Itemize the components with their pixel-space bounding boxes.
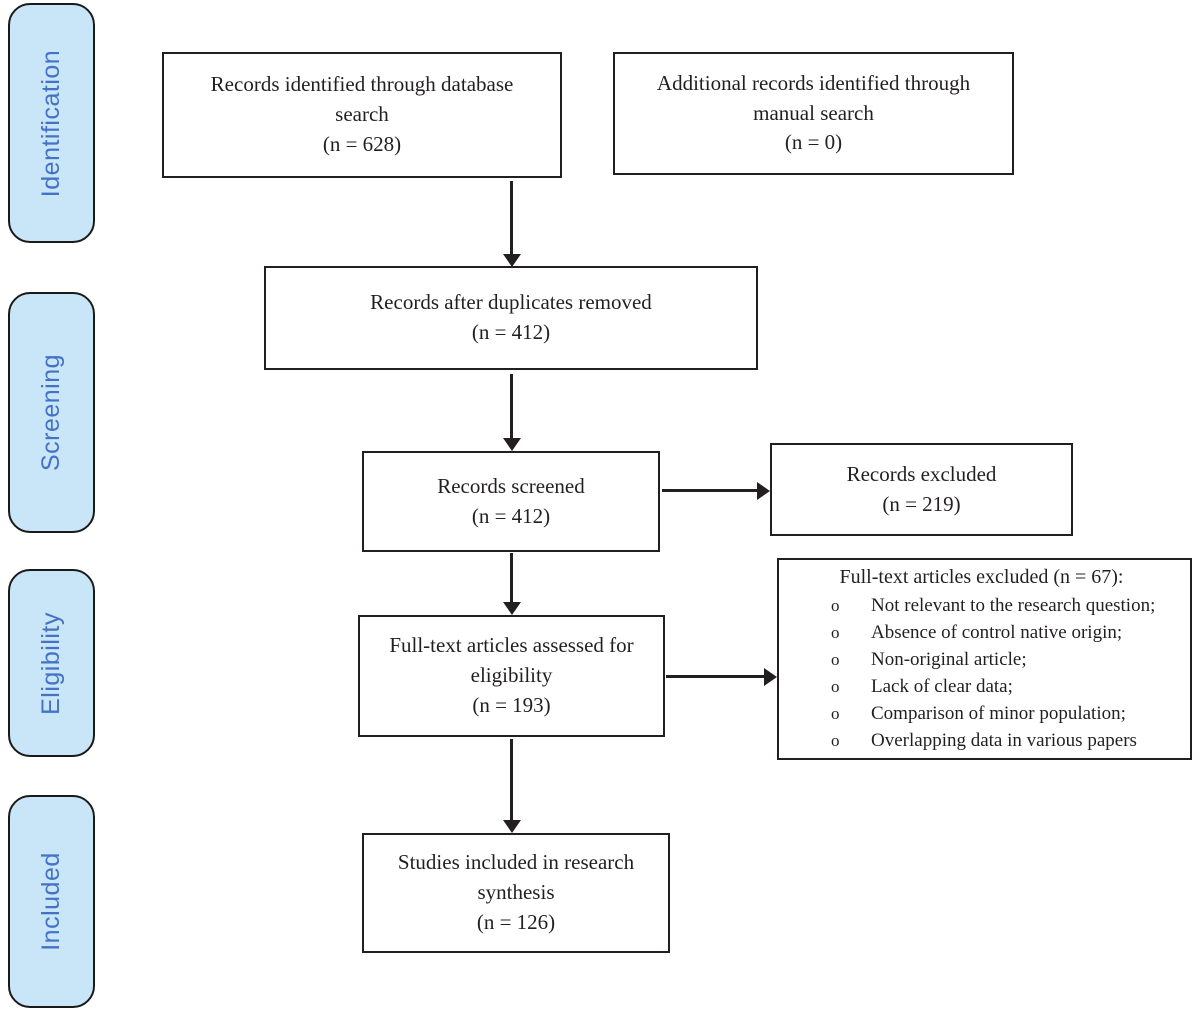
box-studies-included-text: Studies included in research synthesis (… [397,850,635,934]
arrow-identified-to-deduplicated [510,181,513,254]
box-fulltext-excluded: Full-text articles excluded (n = 67): o … [777,558,1192,760]
box-fulltext-assessed-text: Full-text articles assessed for eligibil… [389,633,634,717]
bullet-marker: o [831,623,840,642]
stage-screening: Screening [8,292,95,533]
arrow-deduplicated-to-screened [510,374,513,438]
stage-eligibility-label: Eligibility [37,611,66,715]
stage-identification-label: Identification [37,49,65,197]
exclusion-reason-item: o Lack of clear data; [779,673,1184,700]
exclusion-reason-item: o Overlapping data in various papers [779,727,1184,754]
exclusion-reason-text: Absence of control native origin; [871,622,1123,643]
bullet-marker: o [831,704,840,723]
stage-eligibility: Eligibility [8,569,95,757]
exclusion-reason-item: o Absence of control native origin; [779,619,1184,646]
arrow-fulltext-to-excluded [666,675,764,678]
arrow-screened-to-fulltext [510,553,513,602]
box-records-screened-text: Records screened (n = 412) [437,473,585,528]
stage-included-label: Included [37,852,65,951]
exclusion-reason-item: o Non-original article; [779,646,1184,673]
stage-identification: Identification [8,3,95,243]
stage-screening-label: Screening [37,353,66,472]
arrow-screened-to-excluded [662,489,757,492]
bullet-marker: o [831,650,840,669]
exclusion-reason-text: Not relevant to the research question; [871,595,1156,616]
box-records-identified-text: Records identified through database sear… [210,72,514,156]
exclusion-reason-text: Overlapping data in various papers [871,730,1137,751]
box-records-screened: Records screened (n = 412) [362,451,660,552]
box-records-excluded-text: Records excluded (n = 219) [846,461,997,516]
box-fulltext-excluded-title: Full-text articles excluded (n = 67): [839,566,1124,588]
exclusion-reason-item: o Not relevant to the research question; [779,592,1184,619]
bullet-marker: o [831,677,840,696]
exclusion-reason-text: Non-original article; [871,649,1027,670]
box-fulltext-assessed: Full-text articles assessed for eligibil… [358,615,665,737]
box-studies-included: Studies included in research synthesis (… [362,833,670,953]
box-additional-records: Additional records identified through ma… [613,52,1014,175]
box-records-excluded: Records excluded (n = 219) [770,443,1073,536]
box-duplicates-removed: Records after duplicates removed (n = 41… [264,266,758,370]
exclusion-reason-text: Lack of clear data; [871,676,1013,697]
exclusion-reason-text: Comparison of minor population; [871,703,1126,724]
box-records-identified: Records identified through database sear… [162,52,562,178]
box-additional-records-text: Additional records identified through ma… [656,70,971,155]
exclusion-reason-item: o Comparison of minor population; [779,700,1184,727]
box-duplicates-removed-text: Records after duplicates removed (n = 41… [370,290,652,344]
bullet-marker: o [831,731,840,750]
stage-included: Included [8,795,95,1008]
bullet-marker: o [831,596,840,615]
arrow-fulltext-to-included [510,739,513,820]
